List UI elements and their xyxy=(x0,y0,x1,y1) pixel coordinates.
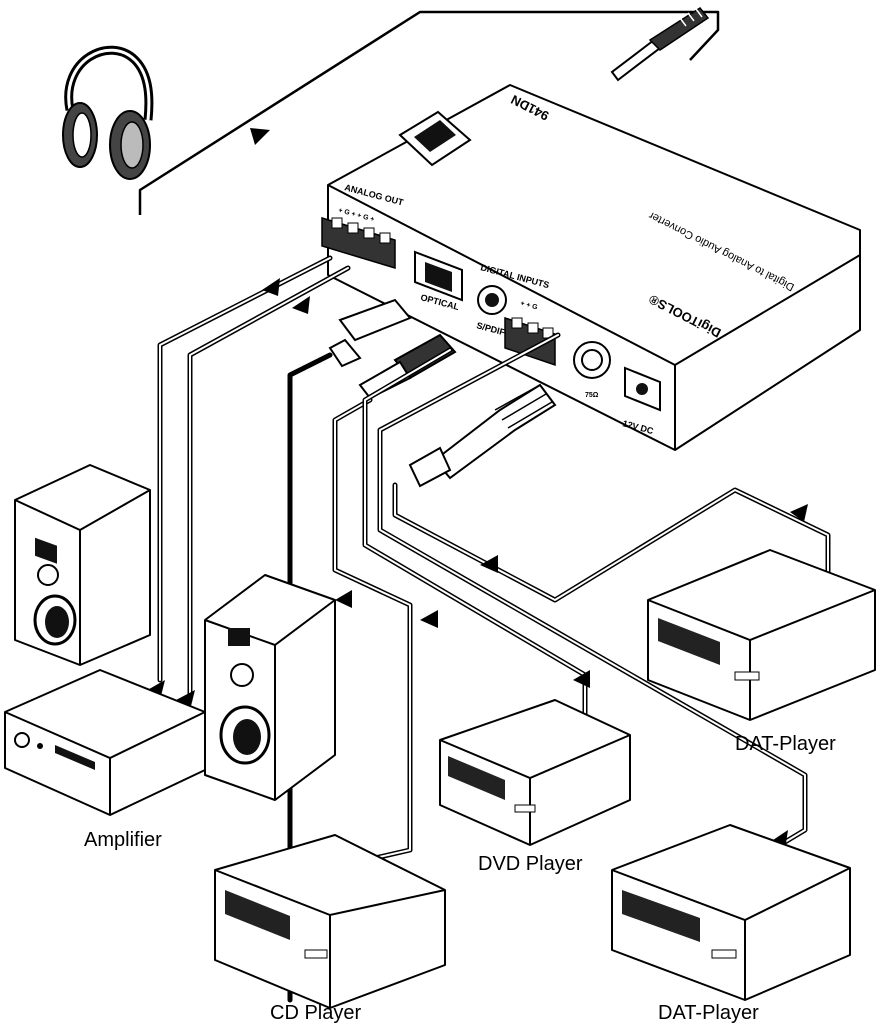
arrow-icon xyxy=(176,690,195,710)
optical-plug xyxy=(328,298,412,368)
cd-player-label: CD Player xyxy=(270,1002,361,1024)
player-deck-icon xyxy=(439,699,631,846)
player-deck-icon xyxy=(647,549,876,721)
dat-player-bottom-label: DAT-Player xyxy=(658,1002,759,1024)
arrow-icon xyxy=(292,296,310,314)
bnc-connector-icon: 75Ω xyxy=(573,341,611,399)
rca-plug xyxy=(358,333,457,400)
power-connector: 12V DC xyxy=(621,366,661,436)
amplifier-label: Amplifier xyxy=(84,829,162,851)
dvd-player-label: DVD Player xyxy=(478,853,583,875)
arrow-icon xyxy=(262,278,280,296)
bnc-plug xyxy=(408,383,557,488)
digital-pins-label: + + G xyxy=(519,300,538,311)
dat-player-right-label: DAT-Player xyxy=(735,733,836,755)
headphones-icon xyxy=(62,45,154,180)
player-deck-icon xyxy=(214,834,446,1009)
player-deck-icon xyxy=(611,824,851,1001)
arrow-icon xyxy=(250,128,270,145)
bnc-label: 75Ω xyxy=(585,392,599,399)
headphone-cable xyxy=(138,10,720,215)
amplifier-icon xyxy=(4,669,206,816)
arrow-icon xyxy=(420,610,438,628)
arrow-icon xyxy=(573,670,590,688)
arrow-icon xyxy=(790,504,808,522)
speaker-icon xyxy=(14,464,151,666)
arrow-icon xyxy=(480,555,498,573)
kramer-logo xyxy=(398,110,472,167)
audio-jack-icon xyxy=(610,7,710,82)
arrow-icon xyxy=(335,590,352,608)
converter-device: 941DN DigiTOOLS® Digital to Analog Audio… xyxy=(321,84,861,451)
speaker-icon xyxy=(204,574,336,801)
